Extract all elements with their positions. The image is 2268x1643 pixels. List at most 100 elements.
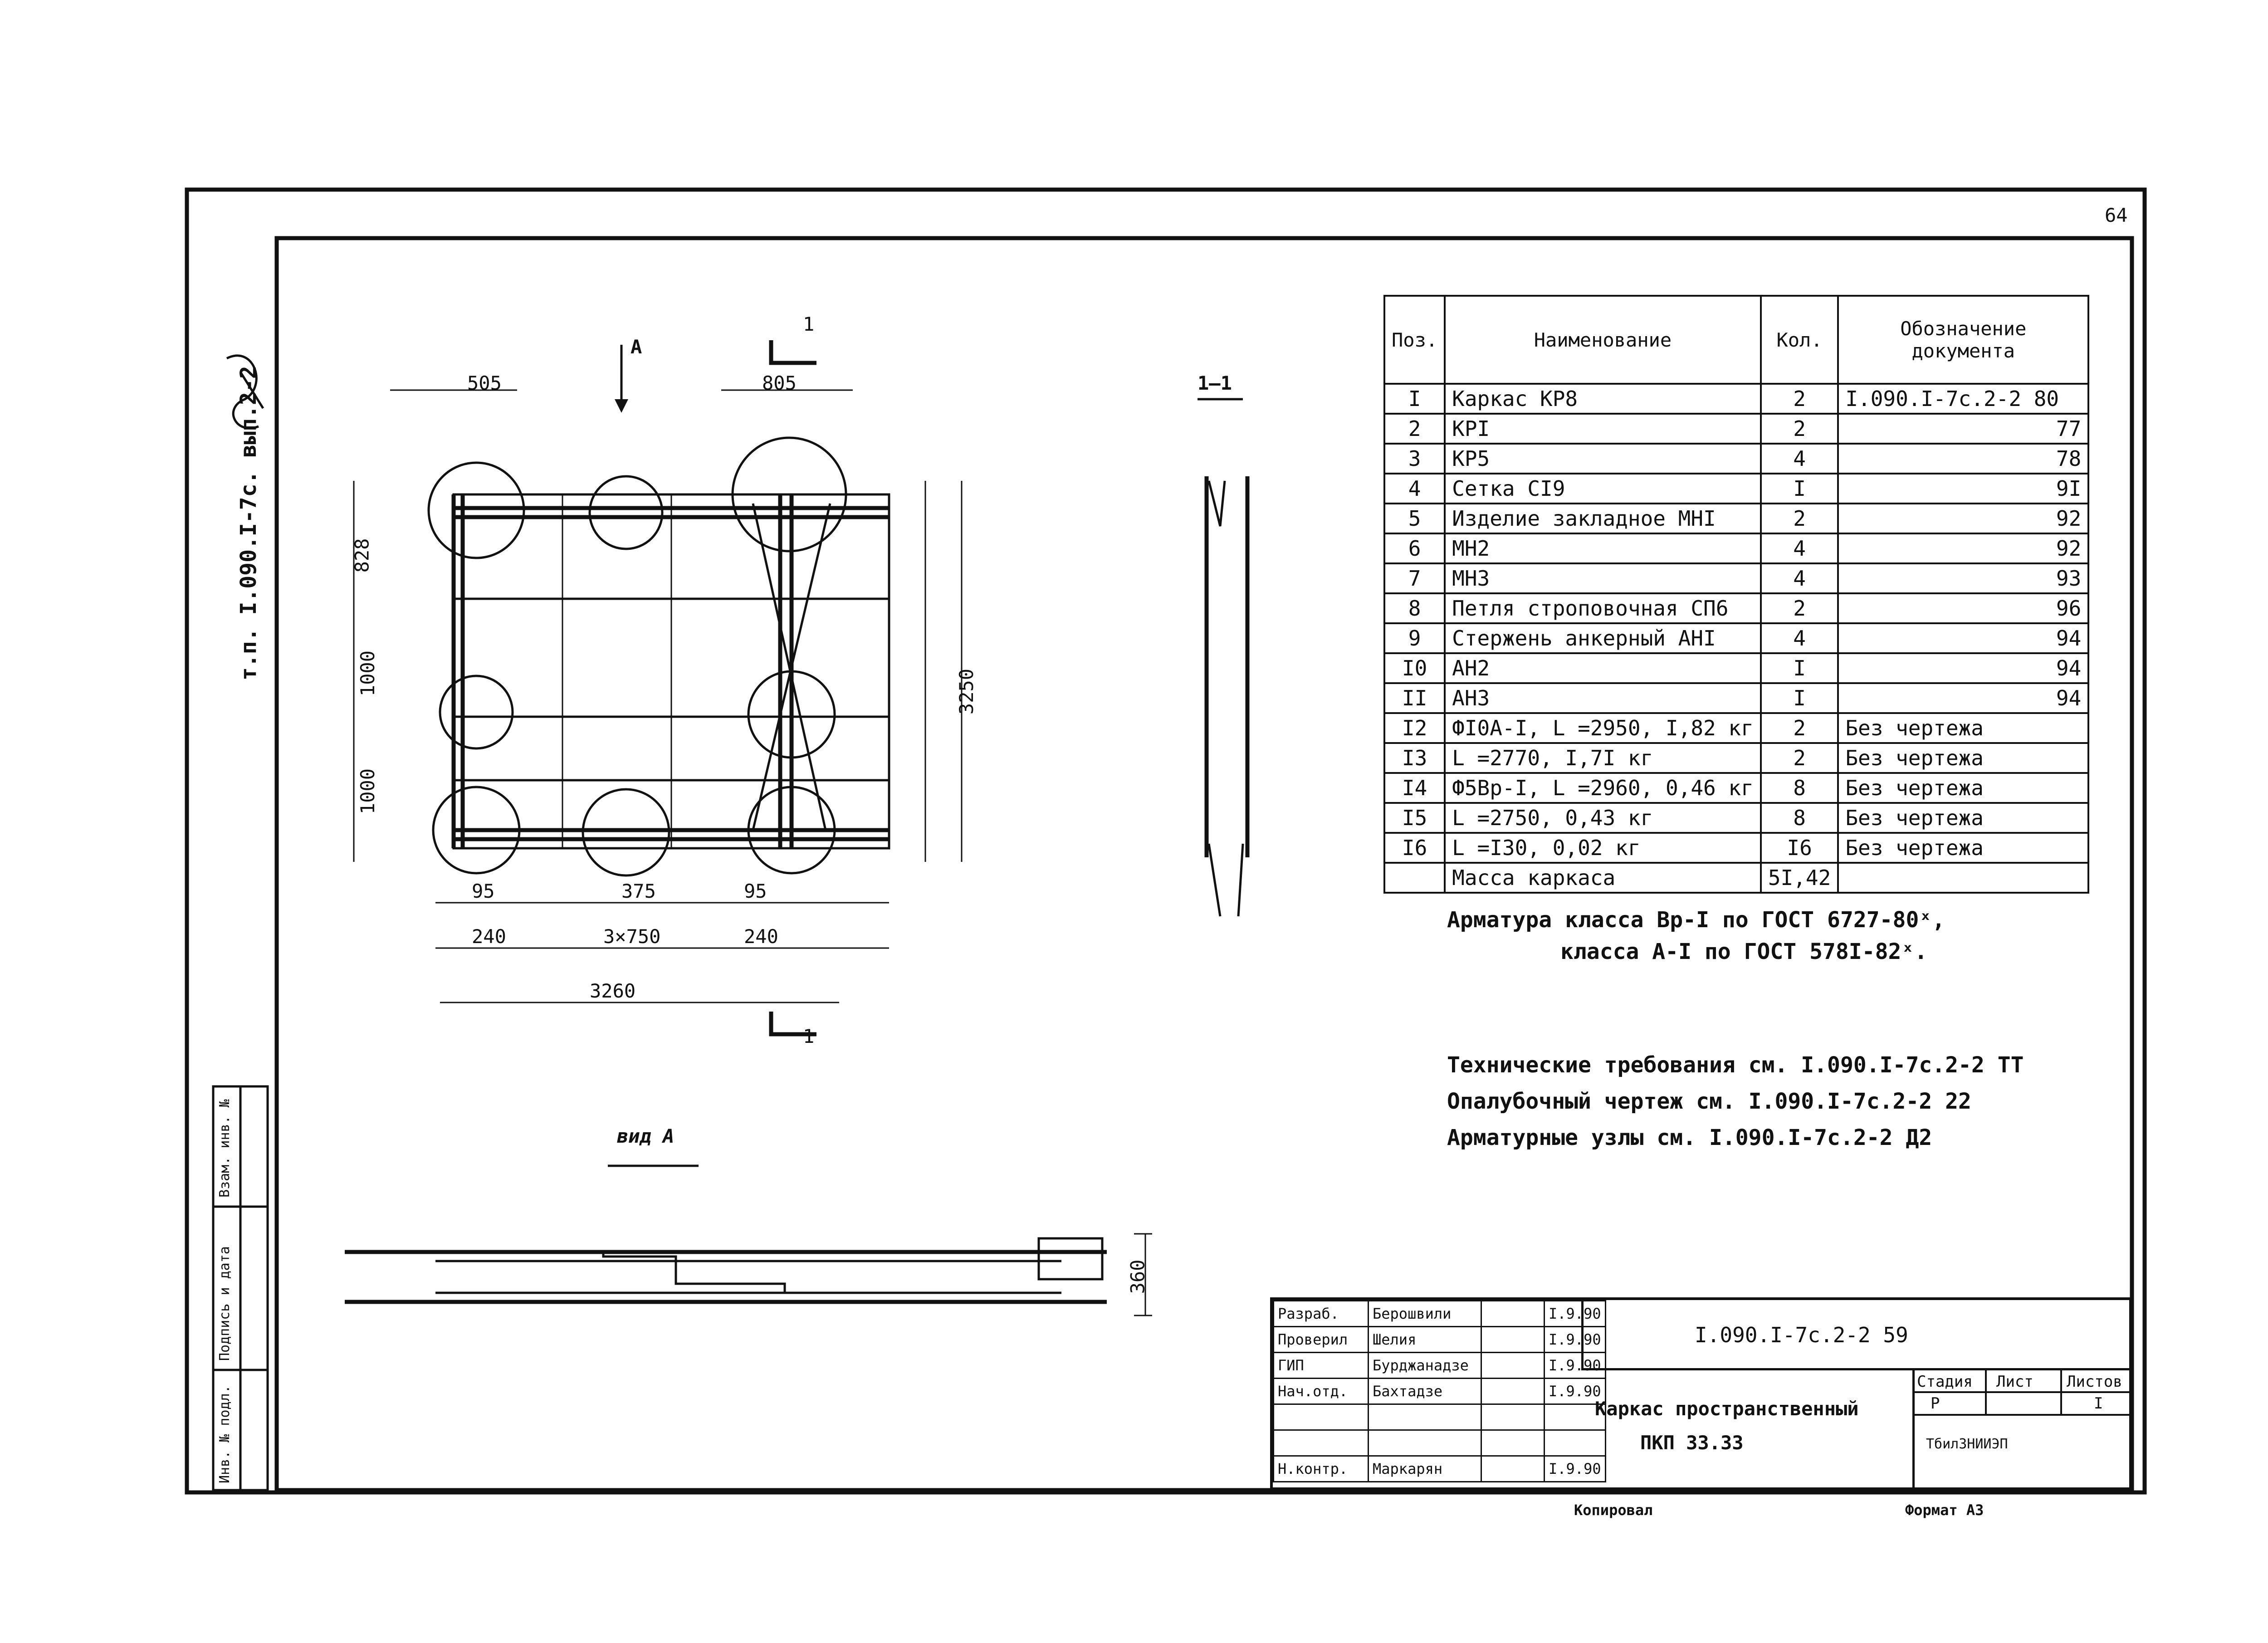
dim-bottom-3x750: 3×750 xyxy=(603,925,661,948)
spec-pos: 3 xyxy=(1383,443,1446,474)
spec-qty: 5I,42 xyxy=(1760,862,1839,894)
note-tech: Технические требования см. I.090.I-7с.2-… xyxy=(1447,1052,2024,1078)
doc-code: I.090.I-7с.2-2 59 xyxy=(1695,1323,1908,1347)
spec-name: Сетка СI9 xyxy=(1444,473,1762,504)
spec-doc: 93 xyxy=(1837,562,2090,594)
spec-name: Петля строповочная СП6 xyxy=(1444,592,1762,624)
spec-qty: 4 xyxy=(1760,622,1839,654)
spec-doc: Без чертежа xyxy=(1837,742,2090,774)
dim-top-805: 805 xyxy=(762,372,797,394)
stamp-date: I.9.90 xyxy=(1544,1326,1606,1353)
stamp-sign xyxy=(1481,1300,1545,1327)
stamp-sign xyxy=(1481,1378,1545,1405)
spec-doc: I.090.I-7с.2-2 80 xyxy=(1837,383,2090,415)
footer-format: Формат А3 xyxy=(1905,1501,1984,1519)
spec-qty: 2 xyxy=(1760,503,1839,534)
spec-name: Ф5Вр-I, L =2960, 0,46 кг xyxy=(1444,772,1762,804)
view-a-title: вид А xyxy=(617,1125,675,1147)
spec-name: Стержень анкерный АНI xyxy=(1444,622,1762,654)
dim-95a: 95 xyxy=(472,880,495,902)
stamp-date: I.9.90 xyxy=(1544,1300,1606,1327)
spec-pos: I5 xyxy=(1383,802,1446,834)
stage-value: Р xyxy=(1931,1394,1940,1413)
spec-pos: I4 xyxy=(1383,772,1446,804)
spec-doc: Без чертежа xyxy=(1837,802,2090,834)
spec-qty: 8 xyxy=(1760,772,1839,804)
dim-left-1000b: 1000 xyxy=(357,768,379,815)
spec-name: КРI xyxy=(1444,413,1762,445)
header-name: Наименование xyxy=(1444,295,1762,385)
spec-name: Масса каркаса xyxy=(1444,862,1762,894)
dim-overall-v: 3250 xyxy=(955,668,978,715)
spec-qty: 2 xyxy=(1760,592,1839,624)
stamp-sign xyxy=(1481,1403,1545,1431)
spec-doc: 94 xyxy=(1837,652,2090,684)
spec-pos: 7 xyxy=(1383,562,1446,594)
spec-pos: 2 xyxy=(1383,413,1446,445)
stamp-date xyxy=(1544,1429,1606,1457)
side-code: т.п. I.090.I-7с. вып.2-2 xyxy=(236,366,261,680)
spec-qty: 2 xyxy=(1760,712,1839,744)
spec-doc: 77 xyxy=(1837,413,2090,445)
spec-name: L =2750, 0,43 кг xyxy=(1444,802,1762,834)
spec-qty: 4 xyxy=(1760,562,1839,594)
spec-doc: Без чертежа xyxy=(1837,832,2090,864)
spec-pos: I xyxy=(1383,383,1446,415)
spec-doc xyxy=(1837,862,2090,894)
spec-pos: 6 xyxy=(1383,533,1446,564)
spec-doc: 94 xyxy=(1837,622,2090,654)
specification-table: Поз. Наименование Кол. Обозначение докум… xyxy=(1383,295,2090,894)
inner-frame xyxy=(274,236,2134,1492)
spec-name: L =I30, 0,02 кг xyxy=(1444,832,1762,864)
spec-name: АН3 xyxy=(1444,682,1762,714)
spec-name: L =2770, I,7I кг xyxy=(1444,742,1762,774)
org: ТбилЗНИИЭП xyxy=(1926,1436,2008,1452)
footer-copied: Копировал xyxy=(1574,1501,1653,1519)
view-a xyxy=(345,1164,1152,1316)
spec-pos: 5 xyxy=(1383,503,1446,534)
spec-qty: 4 xyxy=(1760,443,1839,474)
plan-view xyxy=(353,340,963,1037)
section-marker-bottom: 1 xyxy=(803,1025,815,1047)
sheets-label: Листов xyxy=(2067,1373,2122,1391)
spec-qty: I6 xyxy=(1760,832,1839,864)
spec-qty: 2 xyxy=(1760,413,1839,445)
stamp-sign xyxy=(1481,1429,1545,1457)
dim-top-505: 505 xyxy=(467,372,502,394)
section-marker-top: 1 xyxy=(803,313,815,335)
signature xyxy=(226,354,264,430)
spec-doc: 92 xyxy=(1837,533,2090,564)
stamp-role: Проверил xyxy=(1273,1326,1369,1353)
spec-qty: 4 xyxy=(1760,533,1839,564)
spec-doc: 78 xyxy=(1837,443,2090,474)
spec-name: Изделие закладное МНI xyxy=(1444,503,1762,534)
note-formwork: Опалубочный чертеж см. I.090.I-7с.2-2 22 xyxy=(1447,1089,1971,1114)
doc-title-2: ПКП 33.33 xyxy=(1640,1432,1744,1454)
spec-pos: 4 xyxy=(1383,473,1446,504)
header-pos: Поз. xyxy=(1383,295,1446,385)
view-a-marker: A xyxy=(631,336,642,358)
stage-label: Стадия xyxy=(1917,1373,1973,1391)
stamp-sign xyxy=(1481,1455,1545,1482)
stamp-date xyxy=(1544,1403,1606,1431)
side-field-replace: Взам. инв. № xyxy=(217,1099,233,1198)
stamp-row xyxy=(1273,1429,1606,1457)
side-field-sign: Подпись и дата xyxy=(217,1246,233,1361)
stamp-name: Маркарян xyxy=(1368,1455,1482,1482)
dim-375: 375 xyxy=(621,880,656,902)
stamp-name: Бахтадзе xyxy=(1368,1378,1482,1405)
spec-pos: I3 xyxy=(1383,742,1446,774)
